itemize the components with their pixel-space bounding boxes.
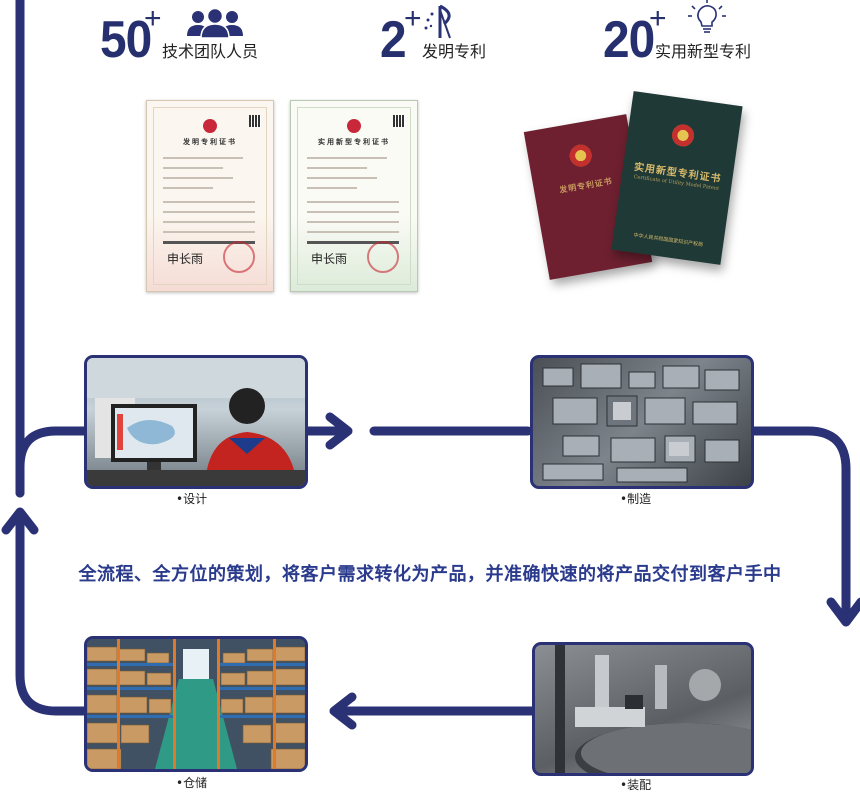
process-slogan: 全流程、全方位的策划，将客户需求转化为产品，并准确快速的将产品交付到客户手中 bbox=[78, 564, 782, 585]
seal-icon bbox=[367, 241, 399, 273]
stat-number: 2 bbox=[380, 11, 407, 69]
stat-number: 20 bbox=[603, 11, 655, 69]
signature: 申长雨 bbox=[167, 252, 204, 266]
cert-emblem-icon bbox=[347, 119, 361, 133]
warehouse-shelves-illustration bbox=[87, 639, 305, 769]
team-icon bbox=[186, 7, 244, 42]
stat-plus: + bbox=[649, 2, 667, 35]
qr-code-icon bbox=[393, 115, 405, 127]
cert-emblem-icon bbox=[203, 119, 217, 133]
design-workstation-illustration bbox=[87, 358, 305, 486]
stat-plus: + bbox=[404, 2, 422, 35]
seal-icon bbox=[223, 241, 255, 273]
stat-label: 实用新型专利 bbox=[655, 42, 752, 61]
assembly-photo bbox=[532, 642, 754, 776]
process-label-design: •设计 bbox=[176, 492, 208, 506]
stat-label: 发明专利 bbox=[422, 42, 487, 61]
qr-code-icon bbox=[249, 115, 261, 127]
cert-title: 实用新型专利证书 bbox=[318, 138, 390, 146]
stat-label: 技术团队人员 bbox=[162, 42, 259, 61]
signature: 申长雨 bbox=[311, 252, 348, 266]
cert-title: 发明专利证书 bbox=[183, 138, 237, 146]
invention-certificate: 发明专利证书 申长雨 bbox=[146, 100, 274, 292]
storage-photo bbox=[84, 636, 308, 772]
stat-plus: + bbox=[144, 2, 162, 35]
metal-parts-illustration bbox=[542, 363, 740, 483]
lightbulb-icon bbox=[687, 0, 727, 42]
assembly-machine-illustration bbox=[555, 645, 751, 773]
stat-number: 50 bbox=[100, 11, 152, 69]
process-label-assembly: •装配 bbox=[620, 778, 652, 792]
utility-certificate: 实用新型专利证书 申长雨 bbox=[290, 100, 418, 292]
patent-logo-icon bbox=[422, 4, 458, 44]
design-photo bbox=[84, 355, 308, 489]
manufacture-photo bbox=[530, 355, 754, 489]
process-label-manufacture: •制造 bbox=[620, 492, 652, 506]
process-label-storage: •仓储 bbox=[176, 776, 208, 790]
arrow-storage-to-design bbox=[15, 513, 89, 716]
arrow-manufacture-to-assembly bbox=[749, 426, 851, 623]
